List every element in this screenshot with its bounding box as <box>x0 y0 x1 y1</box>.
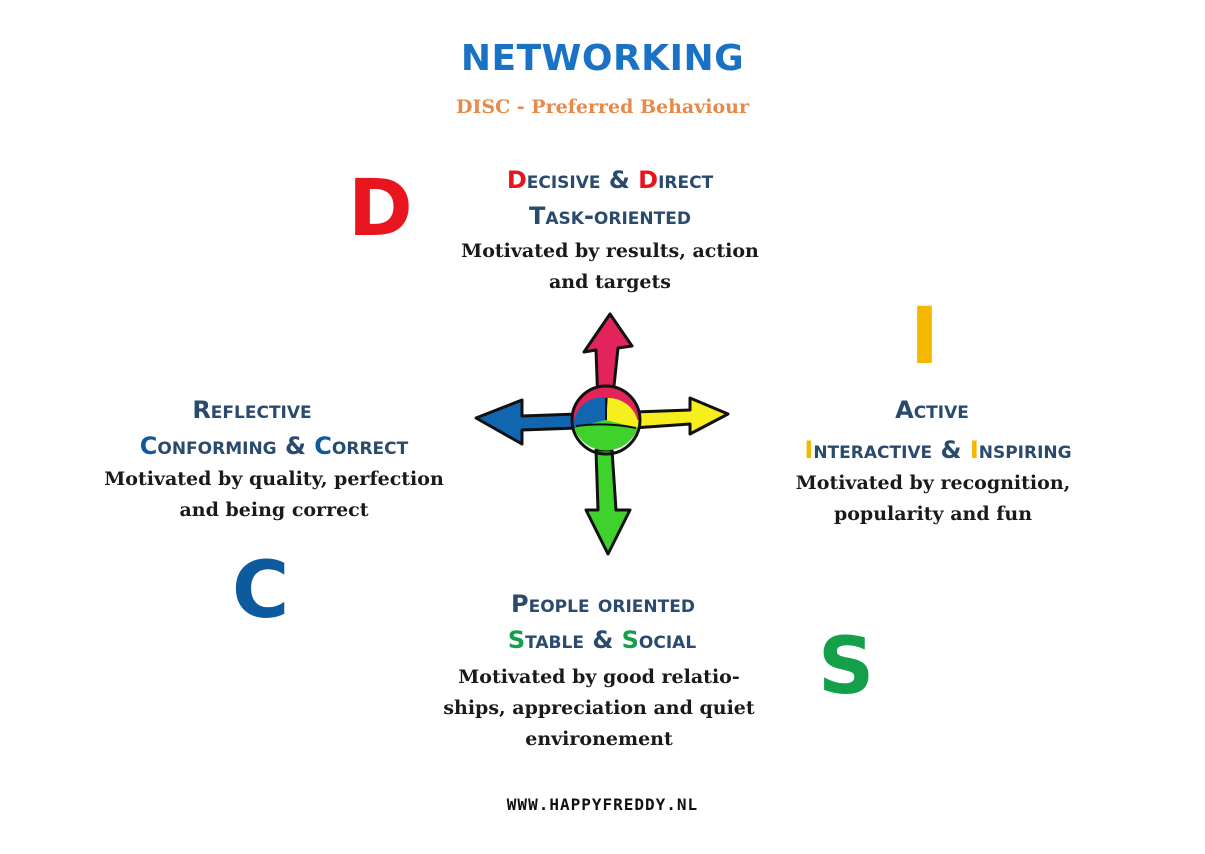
quadrant-s-desc-3: environement <box>525 728 673 750</box>
quadrant-d-desc-1: Motivated by results, action <box>461 240 759 262</box>
quadrant-d-heading-2: Task-oriented <box>529 202 691 230</box>
s-highlight-2: S <box>621 626 639 654</box>
quadrant-c-desc-2: and being correct <box>179 499 369 521</box>
disc-compass-diagram <box>474 312 730 556</box>
quadrant-s-heading-1: People oriented <box>511 590 695 618</box>
s-highlight-1: S <box>507 626 526 654</box>
quadrant-c-desc-1: Motivated by quality, perfection <box>104 468 444 490</box>
footer-website-link[interactable]: WWW.HAPPYFREDDY.NL <box>506 795 699 814</box>
center-circle <box>570 384 642 456</box>
quadrant-s-desc-2: ships, appreciation and quiet <box>443 697 755 719</box>
quadrant-d-desc-2: and targets <box>549 271 671 293</box>
i-highlight-2: I <box>969 436 979 464</box>
letter-c: C <box>232 546 290 636</box>
d-highlight-1: D <box>506 166 527 194</box>
page-subtitle: DISC - Preferred Behaviour <box>455 96 749 118</box>
quadrant-c-heading-1: Reflective <box>192 396 312 424</box>
quadrant-c-heading-2: Conforming & Correct <box>139 432 409 460</box>
quadrant-s: People oriented Stable & Social Motivate… <box>420 586 800 755</box>
quadrant-i-heading-1: Active <box>895 396 969 424</box>
quadrant-s-heading-2: Stable & Social <box>507 626 697 654</box>
quadrant-i-desc-1: Motivated by recognition, <box>795 472 1071 494</box>
quadrant-i-desc-2: popularity and fun <box>833 503 1033 525</box>
c-highlight-1: C <box>139 432 158 460</box>
letter-s: S <box>818 622 875 712</box>
arrow-down-green <box>584 448 632 556</box>
arrow-right-yellow <box>632 396 730 436</box>
c-highlight-2: C <box>314 432 332 460</box>
quadrant-i-heading-2: Interactive & Inspiring <box>804 436 1072 464</box>
page-title: NETWORKING <box>460 38 745 79</box>
i-highlight-1: I <box>804 436 814 464</box>
quadrant-c: Reflective Conforming & Correct Motivate… <box>84 392 464 526</box>
arrow-left-blue <box>474 398 580 446</box>
quadrant-d-heading-1: Decisive & Direct <box>506 166 714 194</box>
letter-i: I <box>910 292 940 382</box>
d-highlight-2: D <box>638 166 659 194</box>
letter-d: D <box>348 164 413 254</box>
quadrant-i: Active Interactive & Inspiring Motivated… <box>748 392 1128 530</box>
quadrant-d: Decisive & Direct Task-oriented Motivate… <box>420 162 800 298</box>
quadrant-s-desc-1: Motivated by good relatio- <box>458 666 740 688</box>
